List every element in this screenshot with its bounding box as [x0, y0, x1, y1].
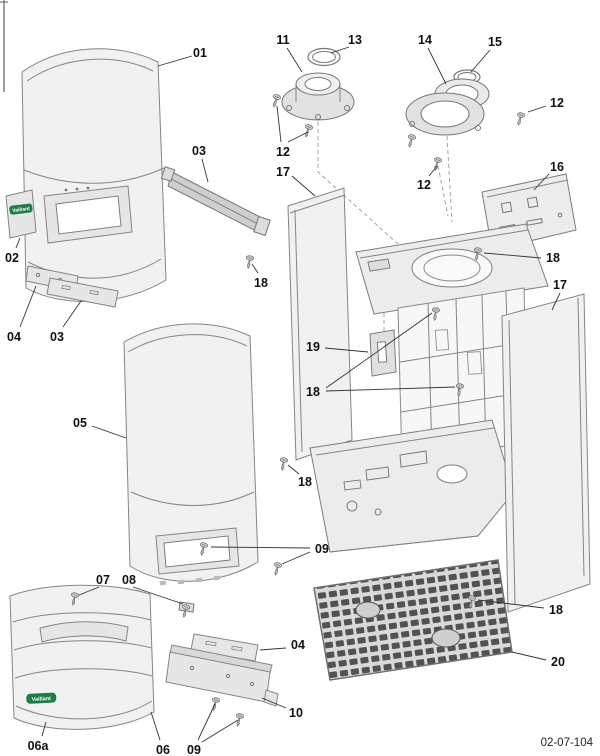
part-11-flue-collar — [281, 72, 355, 121]
callout-17-right: 17 — [551, 278, 567, 311]
part-06a-flap-door: Vaillant — [9, 584, 155, 730]
callout-18-bottom: 18 — [477, 599, 563, 617]
callout-16: 16 — [533, 160, 564, 191]
callout-14: 14 — [418, 33, 447, 85]
part-17-side-panel-right — [501, 293, 591, 613]
callout-11: 11 — [276, 33, 303, 73]
callout-06a-label: 06a — [28, 739, 50, 753]
callout-01-label: 01 — [193, 46, 207, 60]
part-05-front-panel — [123, 323, 259, 586]
callout-14-label: 14 — [418, 33, 432, 47]
callout-09-mid-label: 09 — [315, 542, 329, 556]
callout-18-topplate-label: 18 — [546, 251, 560, 265]
chassis-bottom-tray — [309, 419, 515, 553]
part-14-flue-adapter — [405, 78, 490, 136]
page-edge-mark — [0, 0, 8, 92]
callout-06: 06 — [150, 711, 170, 756]
callout-18-topplate: 18 — [483, 251, 560, 265]
callout-03-left: 03 — [50, 300, 82, 344]
callout-17-left-label: 17 — [276, 165, 290, 179]
callout-05: 05 — [73, 416, 127, 439]
callout-18-bottom-label: 18 — [549, 603, 563, 617]
callout-20-label: 20 — [551, 655, 565, 669]
callout-18-sidepanel: 18 — [287, 464, 312, 489]
part-03-strip-left — [46, 277, 119, 308]
callout-07-label: 07 — [96, 573, 110, 587]
callout-05-label: 05 — [73, 416, 87, 430]
part-01-front-casing-panel — [21, 48, 167, 302]
callout-13: 13 — [330, 33, 362, 54]
vaillant-logo-badge: Vaillant — [9, 203, 33, 215]
callout-15-label: 15 — [488, 35, 502, 49]
callout-02-label: 02 — [5, 251, 19, 265]
callout-10-label: 10 — [289, 706, 303, 720]
callout-02: 02 — [5, 237, 21, 265]
part-02-logo-plate: Vaillant — [5, 189, 37, 239]
callout-03-rail-label: 03 — [192, 144, 206, 158]
callout-19: 19 — [306, 340, 369, 354]
callout-16-label: 16 — [550, 160, 564, 174]
callout-15: 15 — [470, 35, 502, 73]
callout-13-label: 13 — [348, 33, 362, 47]
callout-04-left: 04 — [7, 285, 37, 344]
screw-12-c — [405, 133, 417, 149]
callout-09-mid: 09 — [210, 542, 329, 565]
screw-12-b — [301, 123, 314, 139]
callout-03-rail: 03 — [192, 144, 209, 183]
callout-11-label: 11 — [276, 33, 289, 47]
vaillant-logo-text-flap: Vaillant — [32, 696, 52, 703]
callout-09-bottom: 09 — [187, 703, 239, 756]
callout-19-label: 19 — [306, 340, 320, 354]
callouts: 01 11 13 14 15 12 12 03 — [5, 33, 567, 756]
callout-08-label: 08 — [122, 573, 136, 587]
callout-12-right: 12 — [527, 96, 564, 113]
callout-10: 10 — [261, 697, 303, 720]
callout-12-center-label: 12 — [417, 178, 431, 192]
callout-17-right-label: 17 — [553, 278, 567, 292]
screw-09-b — [271, 561, 283, 577]
callout-03-left-label: 03 — [50, 330, 64, 344]
part-20-base-grille — [313, 559, 513, 681]
callout-20: 20 — [511, 651, 565, 669]
screw-09-d — [233, 712, 245, 728]
callout-04-bottom: 04 — [259, 638, 305, 652]
callout-07: 07 — [78, 573, 110, 596]
screw-18-a — [244, 254, 255, 270]
part-19-bracket — [369, 329, 397, 377]
callout-18-rail: 18 — [251, 263, 268, 290]
callout-18-backpanel-label: 18 — [306, 385, 320, 399]
callout-17-left: 17 — [276, 165, 316, 197]
callout-12-left: 12 — [276, 105, 309, 159]
callout-06-label: 06 — [156, 743, 170, 756]
callout-04-bottom-label: 04 — [291, 638, 305, 652]
screw-12-e — [431, 156, 443, 172]
construction-lines — [317, 122, 453, 334]
callout-01: 01 — [157, 46, 207, 67]
vaillant-logo-text: Vaillant — [12, 206, 30, 214]
callout-18-rail-label: 18 — [254, 276, 268, 290]
callout-12-left-label: 12 — [276, 145, 290, 159]
callout-09-bottom-label: 09 — [187, 743, 201, 756]
callout-04-left-label: 04 — [7, 330, 21, 344]
callout-06a: 06a — [28, 721, 50, 753]
drawing-number: 02-07-104 — [541, 737, 594, 749]
callout-18-backpanel: 18 — [306, 312, 456, 399]
callout-18-sidepanel-label: 18 — [298, 475, 312, 489]
part-13-clamp-ring — [307, 47, 341, 67]
callout-12-right-label: 12 — [550, 96, 564, 110]
screw-18-e — [278, 456, 289, 472]
part-17-side-panel-left — [287, 187, 353, 461]
screw-12-a — [269, 93, 282, 109]
part-10-tray-strip — [165, 644, 279, 707]
part-04-bracket-bottom — [190, 633, 259, 662]
callout-08: 08 — [122, 573, 184, 605]
vaillant-logo-badge-flap: Vaillant — [26, 692, 57, 704]
part-03-hanging-rail — [160, 166, 271, 237]
callout-12-center: 12 — [417, 165, 438, 192]
screw-12-d — [514, 111, 526, 127]
